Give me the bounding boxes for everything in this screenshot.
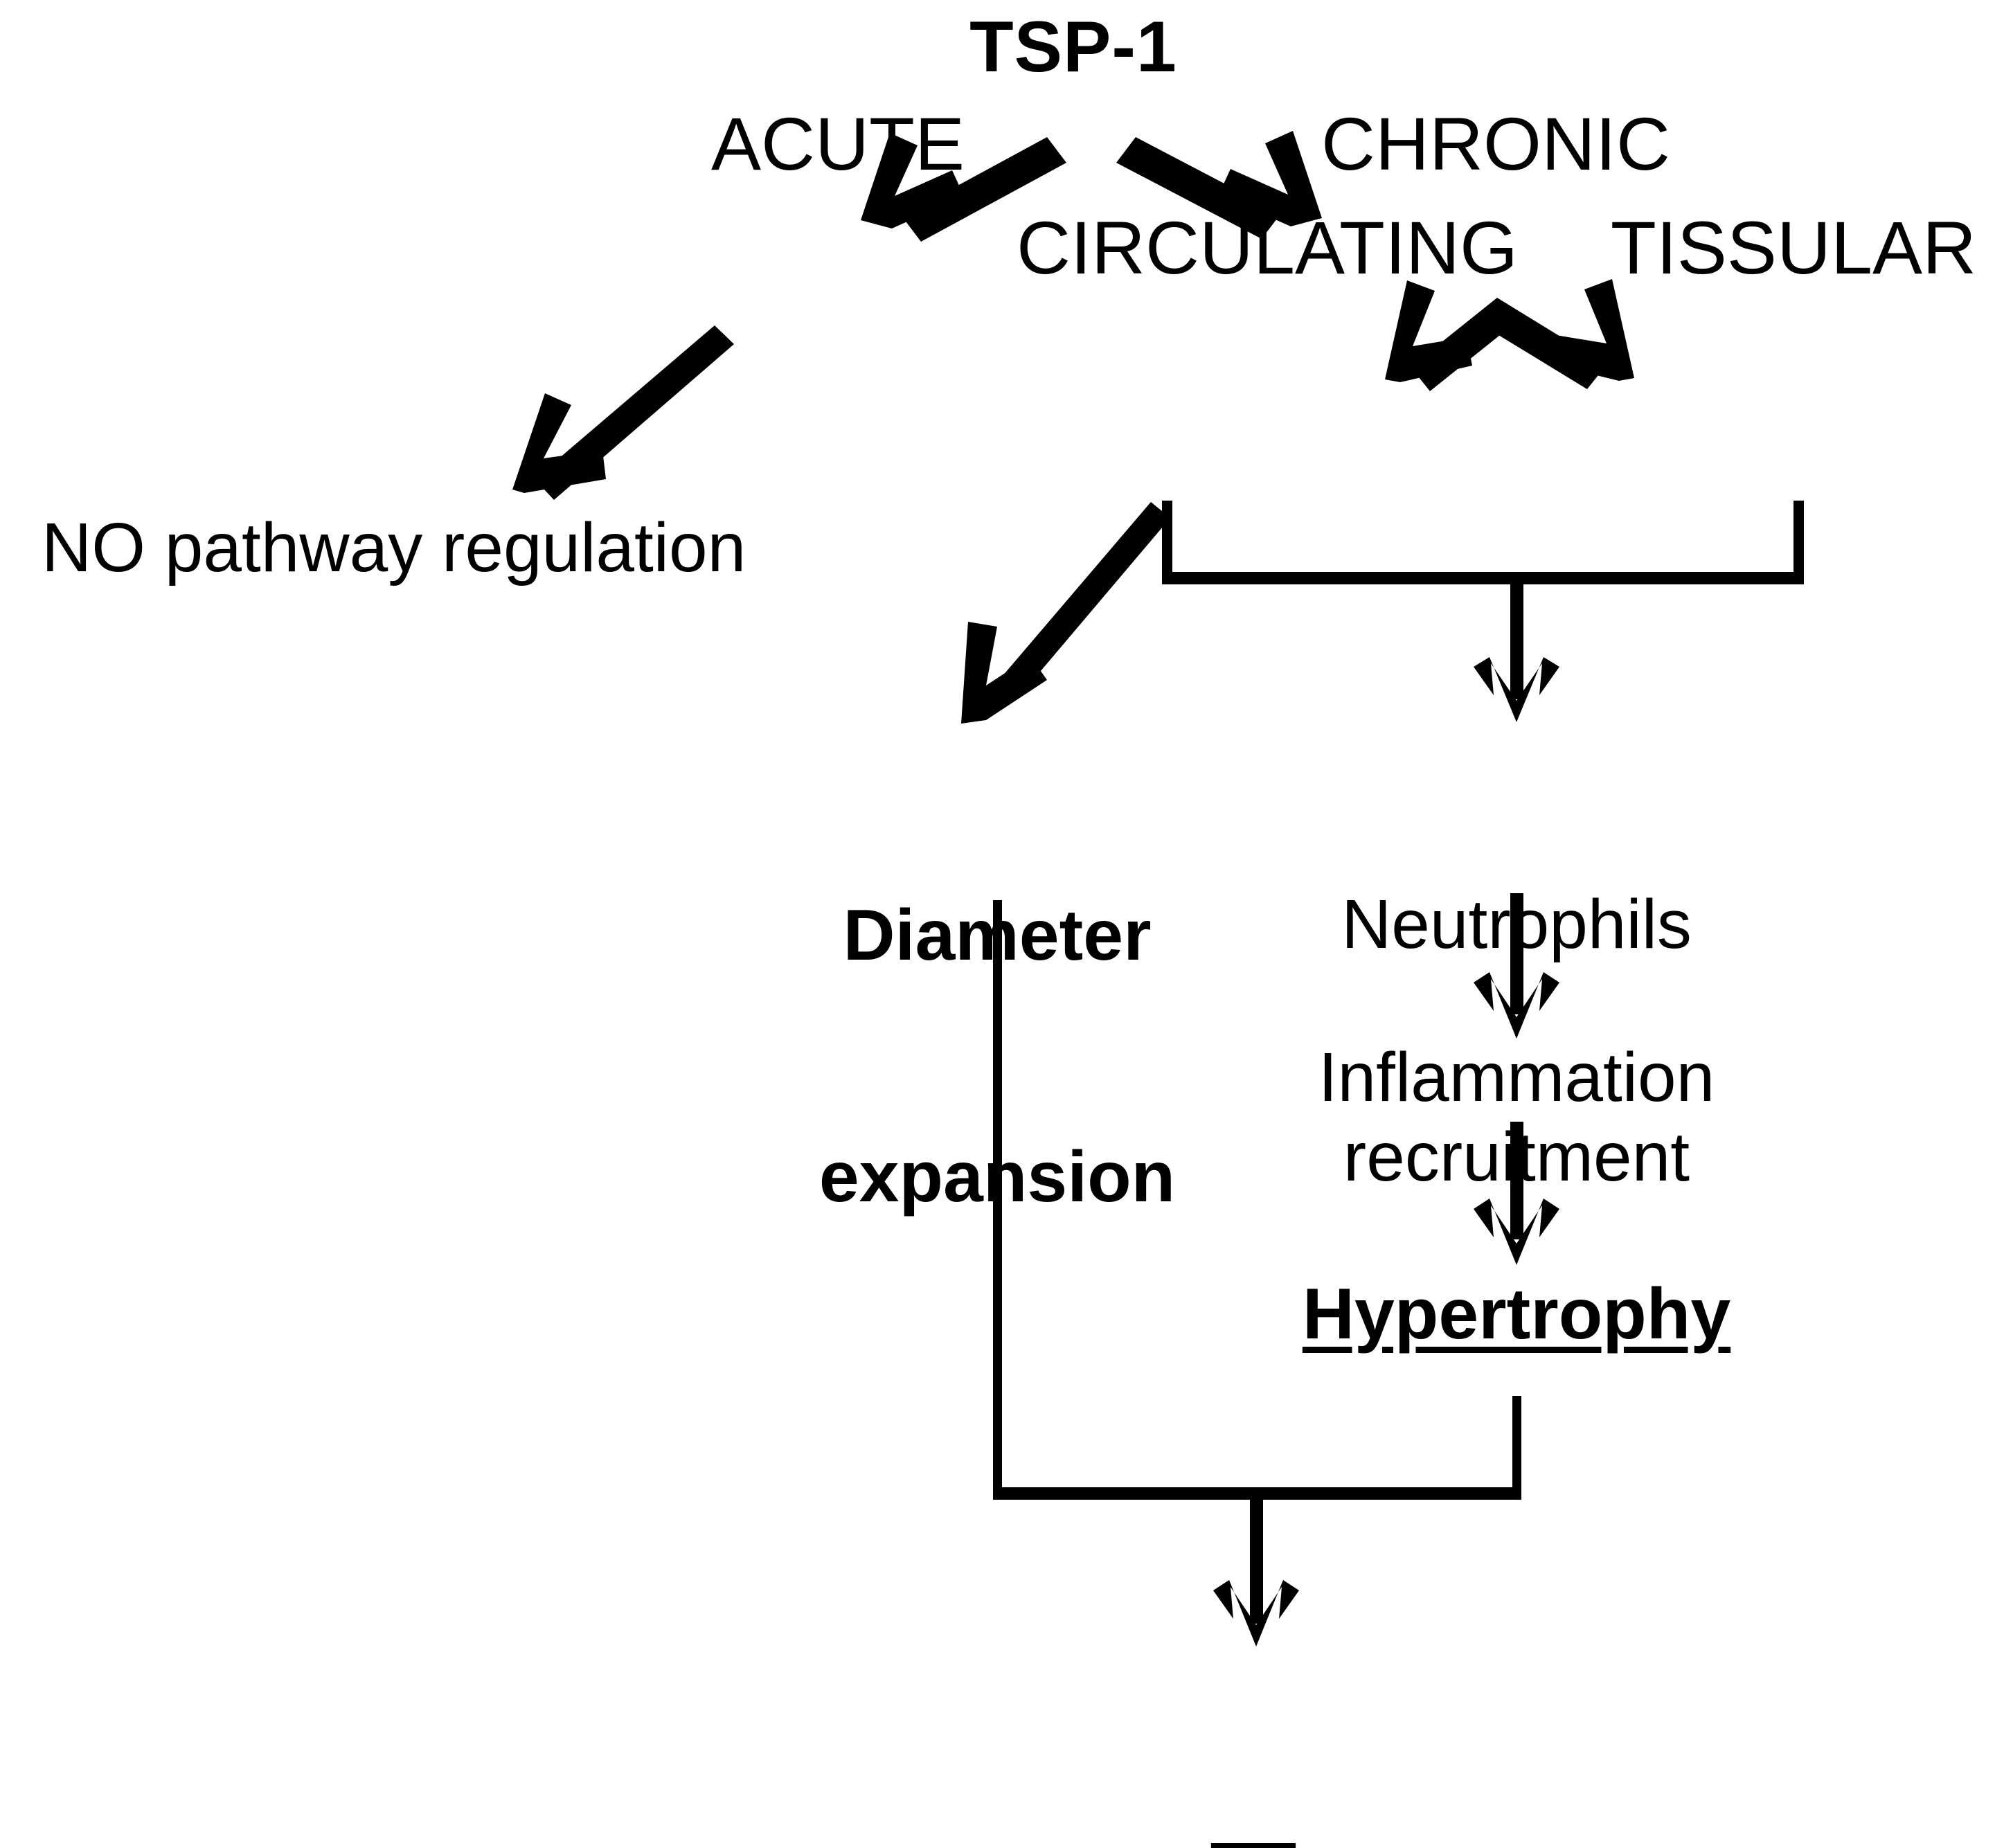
node-circulating: CIRCULATING: [1016, 206, 1519, 289]
node-diameter-expansion-line1: Diameter: [843, 895, 1152, 976]
edge-acute-to-no-pathway: [512, 325, 734, 500]
bracket-circulating-tissular: [1162, 501, 1804, 722]
node-inflammation: Inflammation: [1318, 1039, 1715, 1116]
edge-chronic-to-circulating: [1385, 280, 1514, 391]
node-diameter-expansion-line2: expansion: [818, 1137, 1176, 1218]
node-neutrophils-recruitment: Neutrophils recruitment: [1267, 730, 1766, 1351]
node-no-pathway-regulation: NO pathway regulation: [42, 509, 746, 586]
node-diameter-expansion: Diameter expansion: [748, 734, 1246, 1379]
node-hypertrophy: Hypertrophy: [1302, 1274, 1731, 1354]
node-outward-hypertrophic-remodeling: Outward Hypertrophic remodeling: [699, 1669, 1807, 1848]
edge-circulating-to-diameter: [961, 502, 1170, 724]
bracket-merge-to-outcome: [993, 1487, 1521, 1647]
edge-hypertrophy-vertical: [1512, 1396, 1521, 1494]
node-tissular: TISSULAR: [1610, 206, 1977, 289]
node-neutrophils-line1: Neutrophils: [1341, 886, 1692, 963]
edge-chronic-to-tissular: [1480, 279, 1634, 389]
node-chronic: CHRONIC: [1321, 102, 1670, 186]
node-tsp1: TSP-1: [969, 7, 1177, 87]
node-neutrophils-line2: recruitment: [1343, 1118, 1690, 1196]
node-acute: ACUTE: [710, 102, 965, 186]
